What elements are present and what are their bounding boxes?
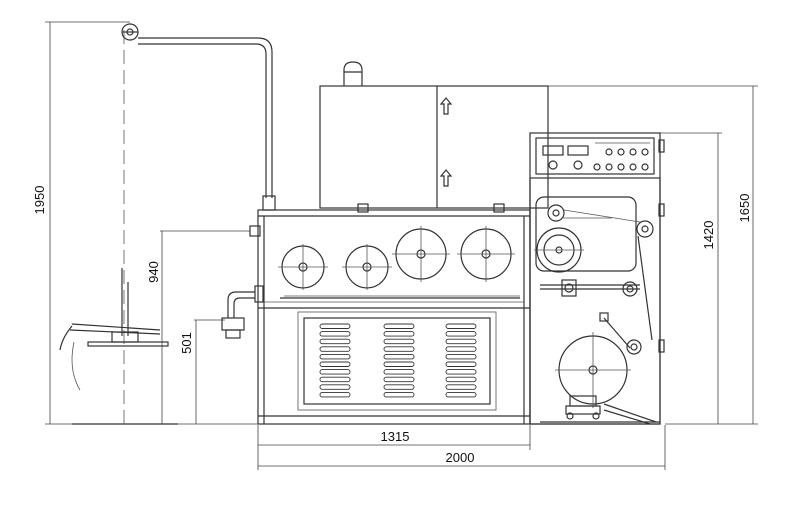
vent-slot [319,338,351,345]
capstan-3 [392,226,450,282]
dimension-lines [45,21,758,470]
capstan-4 [457,226,515,282]
dimension-labels: 1950 940 501 1420 1650 1315 2000 [32,186,752,465]
vent-slot [319,353,351,360]
pulley-right [636,220,654,238]
spool [555,332,631,408]
vent-slot [445,376,477,383]
vent-slot [383,346,415,352]
vent-slot [445,361,477,367]
dim-label-2000: 2000 [446,450,475,465]
main-body [221,209,531,425]
vent-slot [383,369,415,375]
capstan-1 [278,244,328,290]
vent-slot [445,369,477,375]
vent-slot [445,323,477,329]
vent-slot [445,353,477,360]
guide-roller [622,281,638,297]
vent-slot [319,361,351,367]
vent-slot [445,331,477,337]
vent-slot [319,384,351,390]
dim-label-1950: 1950 [32,186,47,215]
vent-slot [383,338,415,345]
vent-slot [383,353,415,360]
dim-label-1650: 1650 [737,194,752,223]
dim-label-940: 940 [146,261,161,283]
take-up-drum [534,227,584,273]
vent-slot [319,331,351,337]
vent-slot [319,323,351,329]
vent-slot [445,338,477,345]
dancer-roller [626,339,642,355]
vent-slot [445,384,477,390]
dim-label-1315: 1315 [381,429,410,444]
vent-slot [383,361,415,367]
capstan-2 [342,244,392,290]
vent-slots [319,323,477,398]
vent-slot [383,376,415,383]
pulley-top [547,204,565,222]
vent-slot [319,391,351,398]
control-cabinet [529,132,665,425]
dim-label-501: 501 [179,332,194,354]
dim-label-1420: 1420 [701,221,716,250]
vent-slot [445,391,477,398]
control-panel [535,137,655,175]
vent-slot [319,369,351,375]
vent-slot [319,346,351,352]
upper-cabinet [319,61,549,213]
vent-slot [445,346,477,352]
vent-slot [383,323,415,329]
vent-slot [383,384,415,390]
vent-slot [383,331,415,337]
payoff-stand [59,23,276,424]
vent-slot [319,376,351,383]
vent-slot [383,391,415,398]
